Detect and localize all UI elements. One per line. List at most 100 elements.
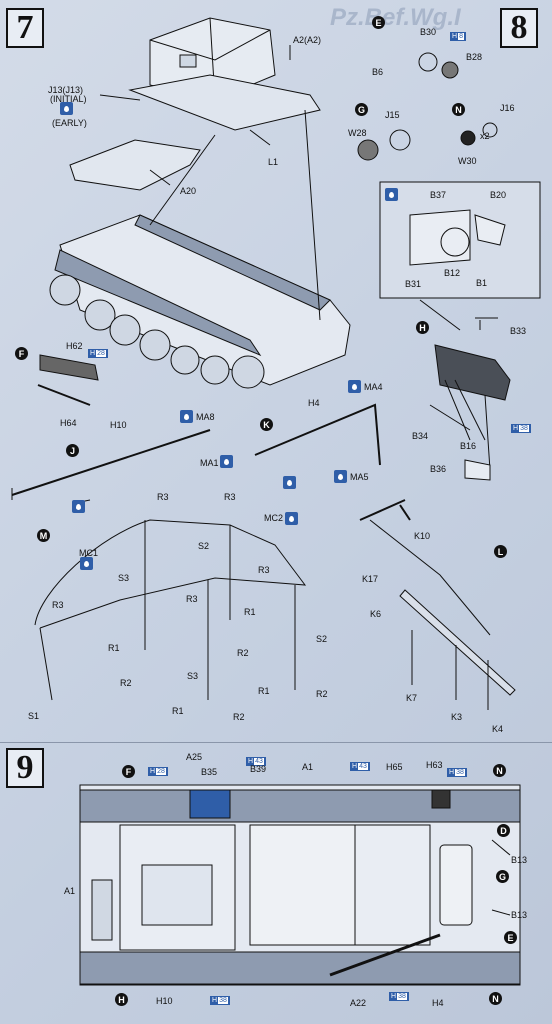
part-label: R2 xyxy=(120,678,132,688)
paint-drop-icon-MA1 xyxy=(220,455,233,468)
photo-etch-icon-J xyxy=(72,500,85,513)
part-label: B28 xyxy=(466,52,483,62)
part-label: B33 xyxy=(510,326,527,336)
callout-E-step9: E xyxy=(504,931,517,944)
paint-drop-icon-MA5 xyxy=(334,470,347,483)
part-label: R1 xyxy=(244,607,256,617)
paint-drop-icon-MA4 xyxy=(348,380,361,393)
part-label: B16 xyxy=(460,441,477,451)
part-label: MA5 xyxy=(350,472,369,482)
part-label: B12 xyxy=(444,268,461,278)
part-label: S2 xyxy=(316,634,328,644)
part-label: x2 xyxy=(480,131,490,141)
part-label: R3 xyxy=(224,492,236,502)
part-label: S2 xyxy=(198,541,210,551)
part-label: W28 xyxy=(348,128,367,138)
part-label: R1 xyxy=(172,706,184,716)
part-label: MA8 xyxy=(196,412,215,422)
part-label: S3 xyxy=(118,573,130,583)
part-label: K10 xyxy=(414,531,431,541)
callout-N-step9-top: N xyxy=(493,764,506,777)
part-label: L1 xyxy=(268,157,279,167)
part-label: (INITIAL) xyxy=(50,94,87,104)
part-label: B37 xyxy=(430,190,447,200)
part-label: J16 xyxy=(500,103,515,113)
part-label: A20 xyxy=(180,186,197,196)
photo-etch-icon-K xyxy=(283,476,296,489)
part-label: A25 xyxy=(186,752,203,762)
part-label: B6 xyxy=(372,67,384,77)
callout-H: H xyxy=(416,321,429,334)
part-label: K4 xyxy=(492,724,504,734)
part-label: H63 xyxy=(426,760,443,770)
part-label: R3 xyxy=(157,492,169,502)
part-label: (EARLY) xyxy=(52,118,87,128)
part-label: A1 xyxy=(302,762,314,772)
part-label: H65 xyxy=(386,762,403,772)
part-label: K3 xyxy=(451,712,463,722)
part-label: B13 xyxy=(511,855,528,865)
part-label: R1 xyxy=(108,643,120,653)
part-label: R2 xyxy=(237,648,249,658)
part-label: B1 xyxy=(476,278,488,288)
callout-H-step9: H xyxy=(115,993,128,1006)
part-label: J13(J13) xyxy=(48,85,84,95)
part-label: R3 xyxy=(258,565,270,575)
callout-F: F xyxy=(15,347,28,360)
callout-D-step9: D xyxy=(497,824,510,837)
part-label: H10 xyxy=(156,996,173,1006)
part-label: R1 xyxy=(258,686,270,696)
paint-drop-icon-MC1 xyxy=(80,557,93,570)
callout-G-step9: G xyxy=(496,870,509,883)
part-label: A1 xyxy=(64,886,76,896)
part-label: R2 xyxy=(233,712,245,722)
callout-F-step9: F xyxy=(122,765,135,778)
swap-arrow-icon xyxy=(60,102,73,115)
watermark-text: Pz.Bef.Wg.I xyxy=(330,4,461,31)
paint-drop-icon-MA8 xyxy=(180,410,193,423)
part-label: K6 xyxy=(370,609,382,619)
part-label: H4 xyxy=(432,998,444,1008)
part-label: R2 xyxy=(316,689,328,699)
part-label: B31 xyxy=(405,279,422,289)
part-label: B36 xyxy=(430,464,447,474)
callout-G: G xyxy=(355,103,368,116)
part-label: W30 xyxy=(458,156,477,166)
callout-M: M xyxy=(37,529,50,542)
part-label: MC2 xyxy=(264,513,284,523)
part-label: R3 xyxy=(52,600,64,610)
part-label: B20 xyxy=(490,190,507,200)
part-label: K17 xyxy=(362,574,379,584)
callout-N: N xyxy=(452,103,465,116)
step-number-7: 7 xyxy=(6,8,44,48)
part-label: S1 xyxy=(28,711,40,721)
part-label: B39 xyxy=(250,764,267,774)
step-number-9: 9 xyxy=(6,748,44,788)
callout-E: E xyxy=(372,16,385,29)
part-label: B34 xyxy=(412,431,429,441)
part-label: B30 xyxy=(420,27,437,37)
part-label: K7 xyxy=(406,693,418,703)
part-label: H4 xyxy=(308,398,320,408)
part-label: MC1 xyxy=(79,548,99,558)
part-label: H64 xyxy=(60,418,77,428)
step-number-8: 8 xyxy=(500,8,538,48)
callout-K: K xyxy=(260,418,273,431)
part-label: J15 xyxy=(385,110,400,120)
part-label: B35 xyxy=(201,767,218,777)
part-label: R3 xyxy=(186,594,198,604)
paint-drop-icon-MC2 xyxy=(285,512,298,525)
glue-icon xyxy=(385,188,398,201)
part-label: MA4 xyxy=(364,382,383,392)
section-divider xyxy=(0,742,552,743)
part-label: H62 xyxy=(66,341,83,351)
